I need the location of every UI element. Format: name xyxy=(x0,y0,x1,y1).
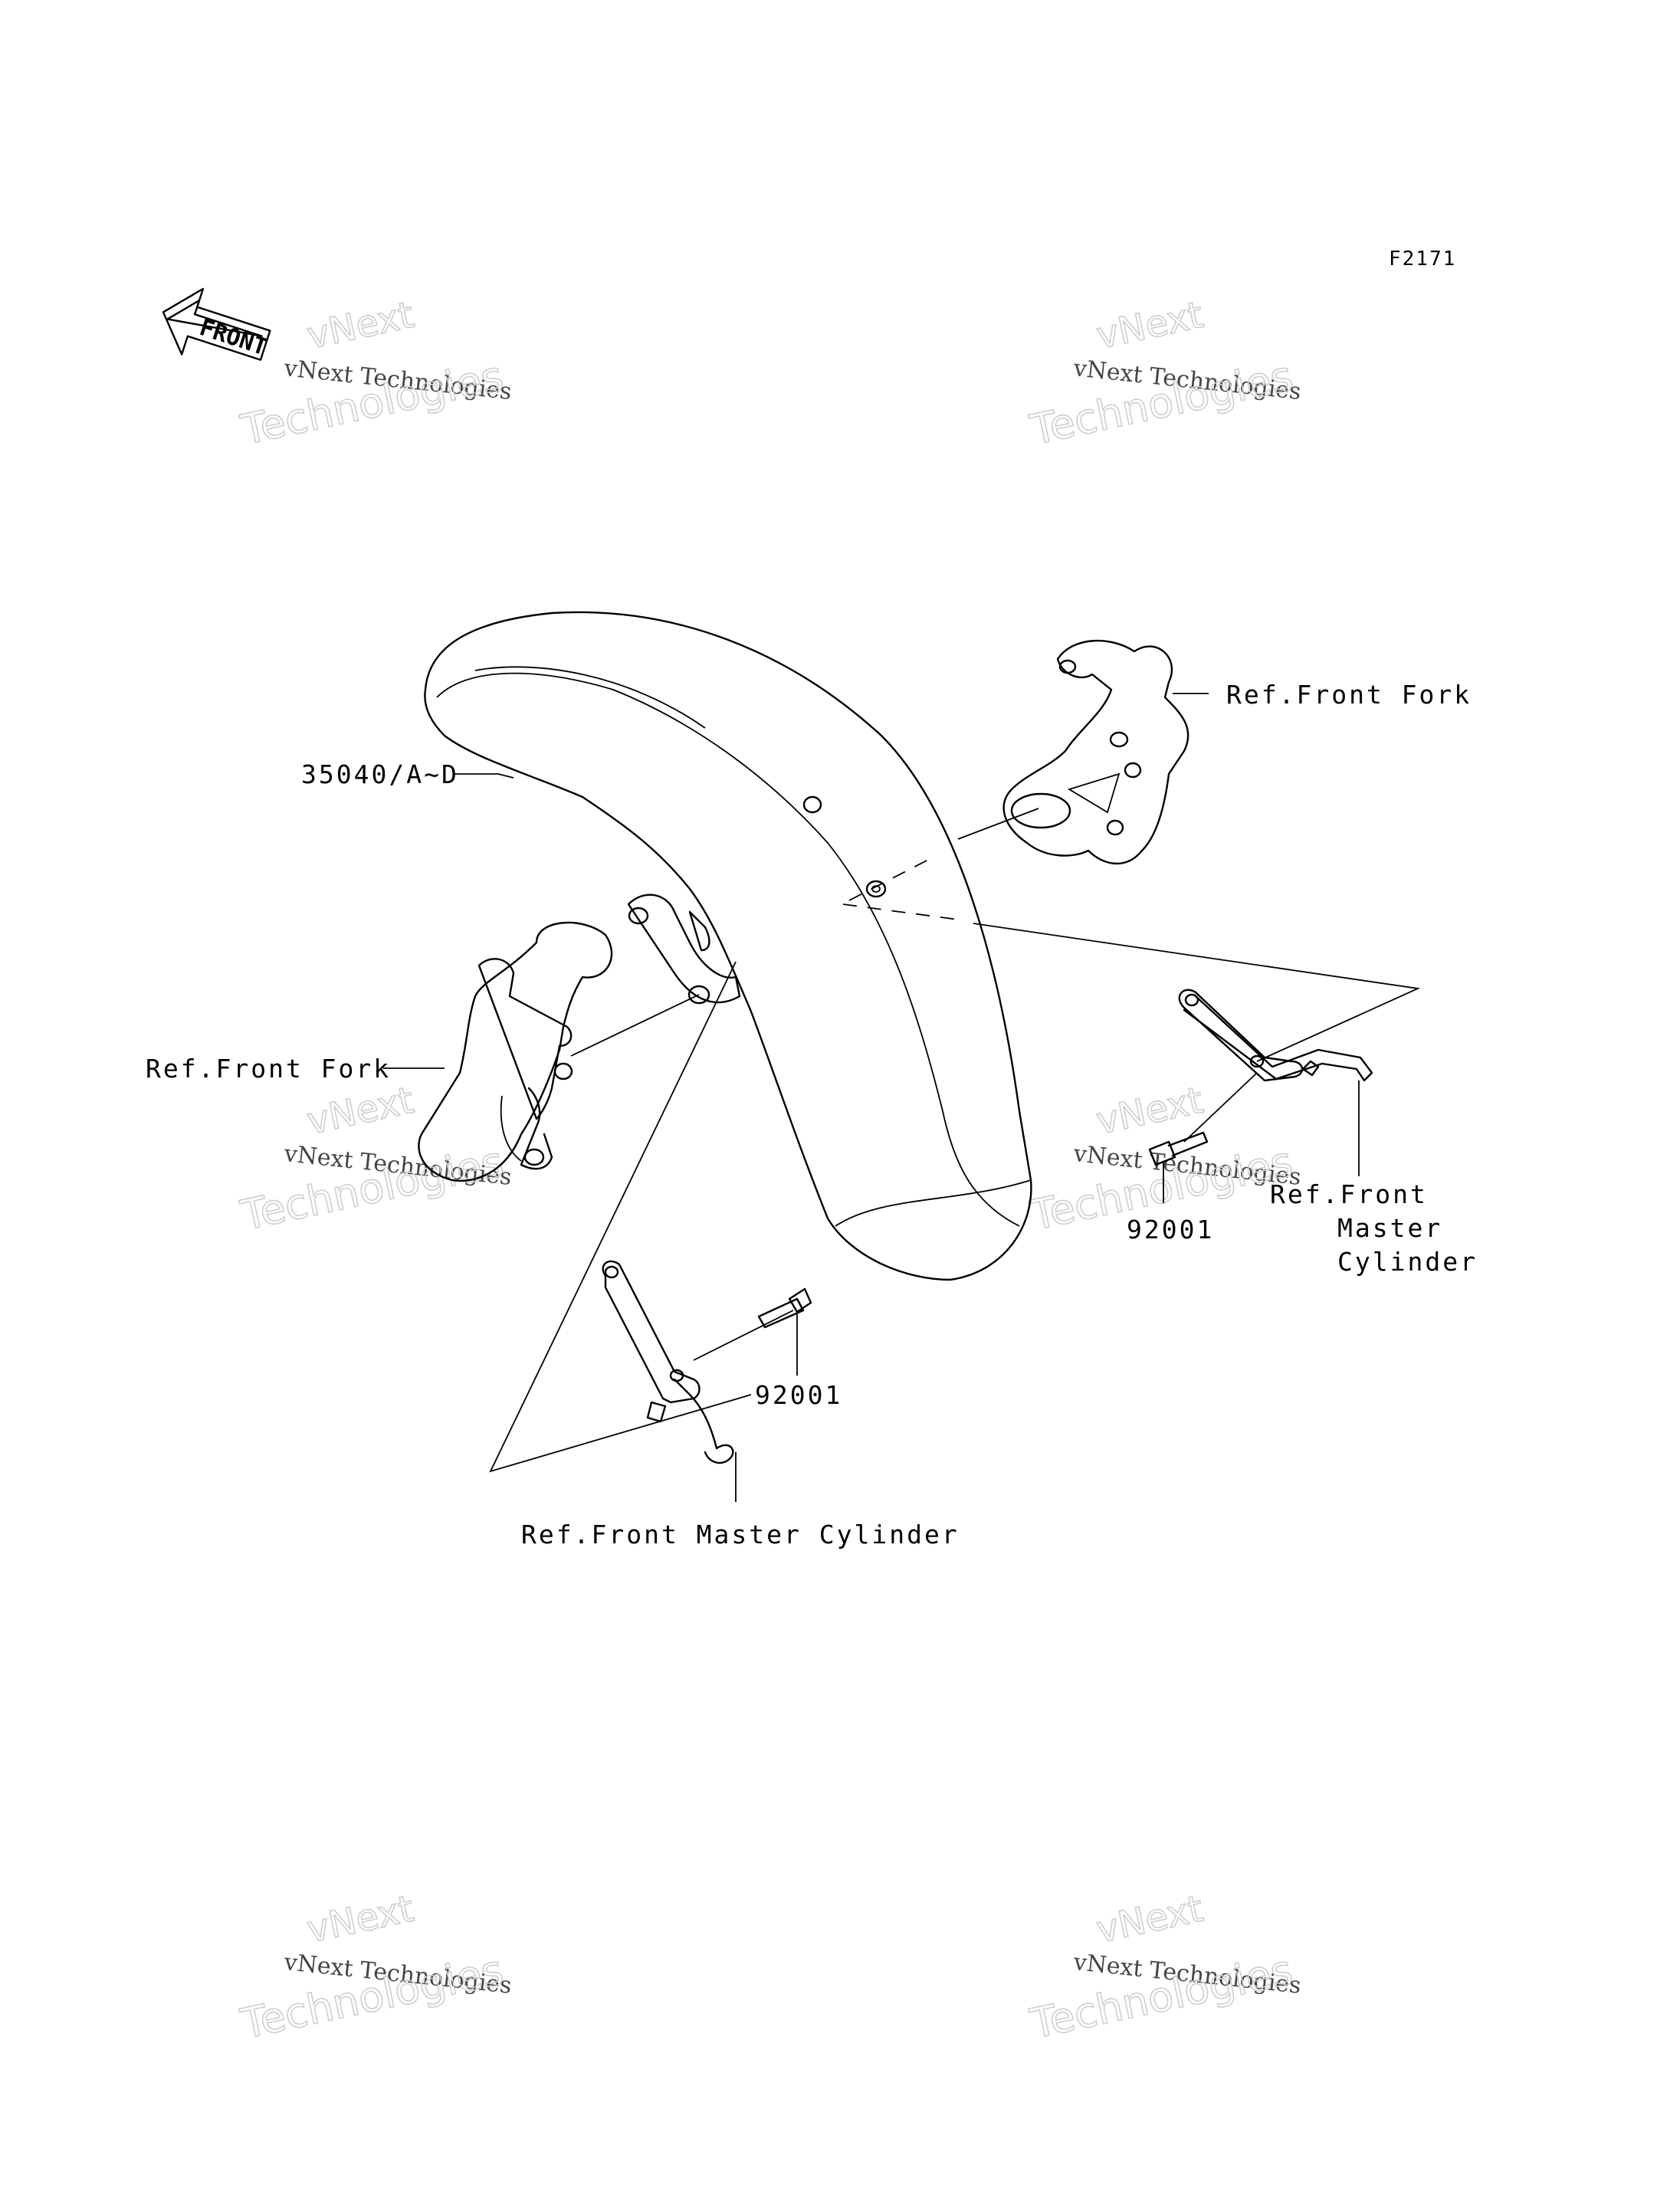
right-cable-bracket xyxy=(1178,989,1373,1082)
callout-ref-master-cyl-right-line3: Cylinder xyxy=(1337,1247,1478,1277)
svg-text:vNext: vNext xyxy=(304,293,418,358)
watermark-mid-left: vNext vNext Technologies Technologies xyxy=(236,1078,513,1241)
watermark-bottom-left: vNext vNext Technologies Technologies xyxy=(236,1887,513,2049)
watermark-bottom-right: vNext vNext Technologies Technologies xyxy=(1025,1887,1302,2049)
leader-lines xyxy=(383,693,1421,1502)
svg-text:vNext: vNext xyxy=(1093,1887,1207,1952)
callout-ref-master-cyl-right-line1: Ref.Front xyxy=(1270,1179,1428,1209)
callout-ref-master-cyl-right-line2: Master xyxy=(1337,1213,1442,1243)
watermark-top-right: vNext vNext Technologies Technologies xyxy=(1025,293,1302,455)
right-fork-leg xyxy=(1002,639,1189,865)
front-fender xyxy=(424,611,1032,1281)
callout-ref-front-fork-right: Ref.Front Fork xyxy=(1226,680,1472,710)
svg-text:vNext: vNext xyxy=(304,1887,418,1952)
svg-text:vNext: vNext xyxy=(1093,293,1207,358)
left-fork-leg xyxy=(418,921,613,1182)
callout-bolt-left: 92001 xyxy=(755,1380,842,1410)
svg-text:vNext: vNext xyxy=(304,1079,418,1143)
callout-ref-master-cyl-bottom: Ref.Front Master Cylinder xyxy=(521,1520,960,1549)
callout-ref-front-fork-left: Ref.Front Fork xyxy=(146,1054,391,1084)
left-bolt xyxy=(757,1287,812,1329)
front-label: FRONT xyxy=(196,314,271,361)
watermark-top-left: vNext vNext Technologies Technologies xyxy=(236,293,513,455)
front-arrow-icon: FRONT xyxy=(162,287,271,361)
callout-fender-part: 35040/A~D xyxy=(301,759,459,789)
callout-bolt-right: 92001 xyxy=(1127,1215,1214,1244)
figure-code: F2171 xyxy=(1389,248,1456,271)
left-cable-bracket xyxy=(602,1260,734,1464)
svg-text:vNext: vNext xyxy=(1093,1079,1207,1143)
